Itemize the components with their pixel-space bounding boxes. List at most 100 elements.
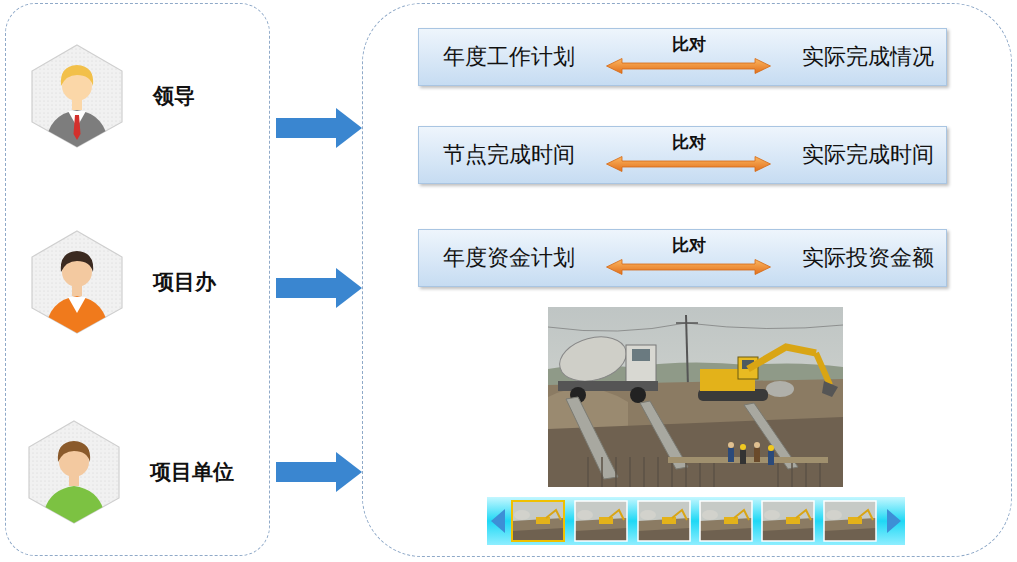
path-shape <box>61 65 93 86</box>
rect-shape <box>668 457 828 463</box>
path-shape <box>566 397 618 479</box>
rect-shape <box>548 307 843 487</box>
path-shape <box>45 296 109 334</box>
use-shape <box>762 501 814 541</box>
double-arrow <box>607 59 771 74</box>
circle-shape <box>728 442 734 448</box>
path-shape <box>816 353 830 385</box>
path-shape <box>74 115 81 140</box>
path-shape <box>45 110 109 148</box>
role-label: 项目单位 <box>150 458 234 486</box>
role-box: 项目办 <box>31 229 276 335</box>
rect-shape <box>728 448 734 462</box>
rect-shape <box>740 450 746 464</box>
line-shape <box>791 463 793 487</box>
text-slot: 年度资金计划 <box>443 244 575 272</box>
arrow-label: 比对 <box>606 34 771 54</box>
person-figure <box>45 251 109 334</box>
flow-arrow <box>276 278 336 298</box>
line-shape <box>713 463 715 487</box>
compare-term: 实际完成时间 <box>802 141 934 169</box>
person-figure <box>45 65 109 148</box>
compare-bar: 节点完成时间 比对 实际完成时间 <box>418 126 947 184</box>
compare-term: 实际投资金额 <box>802 244 934 272</box>
compare-bar: 年度资金计划 比对 实际投资金额 <box>418 229 947 287</box>
ellipse-shape <box>766 381 794 397</box>
text-slot: 比对 <box>606 127 771 183</box>
line-shape <box>643 457 645 487</box>
text-slot: 比对 <box>606 29 771 85</box>
use-shape <box>700 501 752 541</box>
compare-term: 年度工作计划 <box>443 43 575 71</box>
use-shape <box>824 501 876 541</box>
compare-term: 节点完成时间 <box>443 141 575 169</box>
person-icon <box>28 420 120 524</box>
text-slot: 年度工作计划 <box>443 43 575 71</box>
person-icon <box>31 230 123 334</box>
person-icon <box>31 44 123 148</box>
excavator <box>698 347 838 401</box>
arrow-label: 比对 <box>606 132 771 152</box>
flow-arrow <box>276 118 336 138</box>
g-shape <box>588 457 820 487</box>
text-slot: 实际完成情况 <box>802 43 934 71</box>
line-shape <box>699 463 701 487</box>
rect-shape <box>768 451 774 465</box>
line-shape <box>685 463 687 487</box>
compare-arrow <box>606 156 771 172</box>
role-panel: 领导项目办项目单位 <box>5 3 270 556</box>
rect-shape <box>632 349 650 361</box>
path-shape <box>548 379 843 487</box>
circle-shape <box>740 444 746 450</box>
line-shape <box>671 463 673 487</box>
rect-shape <box>626 345 656 385</box>
rect-shape <box>638 501 690 541</box>
line-shape <box>601 457 603 487</box>
line-shape <box>657 457 659 487</box>
hexagon-frame <box>32 45 122 147</box>
person-figure <box>42 441 106 524</box>
text-slot: 比对 <box>606 230 771 286</box>
line-shape <box>615 457 617 487</box>
text-slot: 实际投资金额 <box>802 244 934 272</box>
rect-shape <box>512 501 564 541</box>
thumbnail-strip <box>487 497 905 545</box>
path-shape <box>58 441 90 462</box>
role-box: 领导 <box>31 43 276 149</box>
compare-arrow <box>606 259 771 275</box>
path-shape <box>748 347 816 369</box>
flow-arrow <box>276 462 336 482</box>
line-shape <box>629 457 631 487</box>
hexagon-frame <box>29 421 119 523</box>
ellipse-shape <box>555 330 632 388</box>
double-arrow <box>607 260 771 275</box>
path-shape <box>61 251 93 272</box>
use-shape <box>512 501 564 541</box>
path-shape <box>887 509 901 533</box>
line-shape <box>819 463 821 487</box>
text-slot: 实际完成时间 <box>802 141 934 169</box>
role-label: 领导 <box>153 82 195 110</box>
compare-term: 年度资金计划 <box>443 244 575 272</box>
rect-shape <box>575 501 627 541</box>
compare-arrow <box>606 58 771 74</box>
text-slot: 节点完成时间 <box>443 141 575 169</box>
path-shape <box>548 323 843 331</box>
path-shape <box>822 381 838 397</box>
role-box: 项目单位 <box>28 419 276 525</box>
content-panel: 年度工作计划比对实际完成情况节点完成时间比对实际完成时间年度资金计划比对实际投资… <box>362 3 1012 557</box>
hexagon-frame <box>32 231 122 333</box>
line-shape <box>777 463 779 487</box>
line-shape <box>676 322 698 324</box>
rect-shape <box>824 501 876 541</box>
path-shape <box>68 297 86 313</box>
arrow-label: 比对 <box>606 235 771 255</box>
role-label: 项目办 <box>153 268 216 296</box>
line-shape <box>805 463 807 487</box>
use-shape <box>638 501 690 541</box>
circle-shape <box>754 442 760 448</box>
rect-shape <box>754 448 760 462</box>
site-photo <box>548 307 843 487</box>
